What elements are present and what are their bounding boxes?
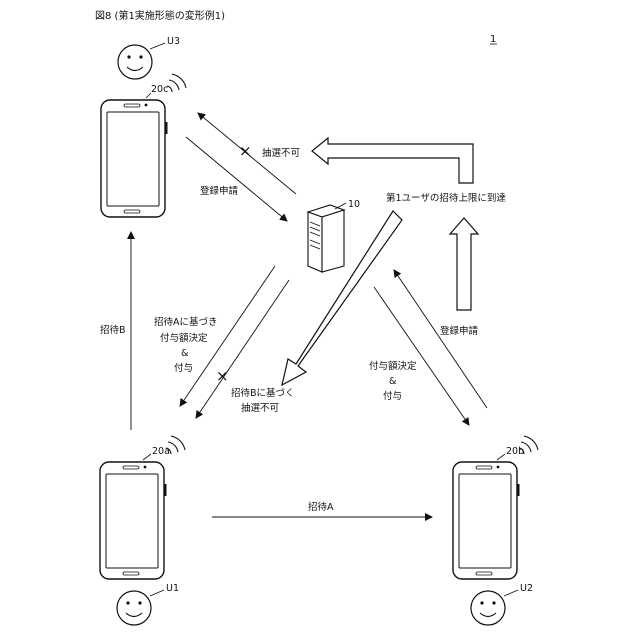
invite-limit-reached-label: 第1ユーザの招待上限に到達 [386, 192, 506, 204]
user-u2-face-icon [471, 591, 505, 625]
server-label: 10 [348, 199, 360, 210]
user-u3-face-icon [118, 45, 152, 79]
arrow-20b-to-server [394, 270, 487, 408]
arrow-server-to-20b [374, 287, 469, 425]
u1-leader-line [150, 590, 164, 596]
device-20c-label: 20c [151, 84, 168, 95]
smartphone-20a [100, 462, 167, 579]
smartphone-20c [101, 100, 168, 217]
figure-title: 図8 (第1実施形態の変形例1) [95, 9, 225, 22]
lottery-unavailable-label-top: 抽選不可 [262, 147, 300, 159]
user-u1-label: U1 [166, 583, 179, 594]
user-u2-label: U2 [520, 583, 533, 594]
block-arrow-left [312, 138, 473, 183]
server-icon [308, 205, 344, 272]
invite-a-label: 招待A [308, 501, 334, 513]
u3-leader-line [150, 43, 165, 49]
20a-leader-line [143, 454, 151, 460]
invite-a-based-line-2: 付与額決定 [160, 332, 208, 344]
grant-line-1: 付与額決定 [369, 360, 417, 372]
invite-a-based-line-4: 付与 [174, 363, 193, 374]
system-ref-label: 1 [490, 34, 496, 45]
invite-b-based-line-1: 招待Bに基づく [231, 387, 295, 399]
blocked-cross-mark-bottom: × [216, 367, 229, 385]
grant-line-2: & [389, 376, 397, 387]
invite-b-label: 招待B [100, 324, 126, 336]
smartphone-20b [453, 462, 520, 579]
registration-request-label-left: 登録申請 [200, 185, 239, 197]
invite-a-based-line-1: 招待Aに基づき [154, 316, 218, 328]
device-20b-label: 20b [506, 446, 524, 457]
blocked-cross-mark-top: × [239, 142, 252, 160]
registration-request-label-right: 登録申請 [440, 325, 479, 337]
u2-leader-line [504, 590, 518, 596]
invite-b-based-line-2: 抽選不可 [241, 402, 279, 414]
user-u1-face-icon [117, 591, 151, 625]
20b-leader-line [497, 454, 505, 460]
server-leader-line [335, 203, 346, 209]
block-arrow-up [450, 218, 478, 310]
invite-a-based-line-3: & [181, 348, 189, 359]
device-20a-label: 20a [152, 446, 170, 457]
user-u3-label: U3 [167, 36, 180, 47]
wireless-signal-icon-20c [167, 74, 186, 92]
grant-line-3: 付与 [383, 391, 402, 402]
